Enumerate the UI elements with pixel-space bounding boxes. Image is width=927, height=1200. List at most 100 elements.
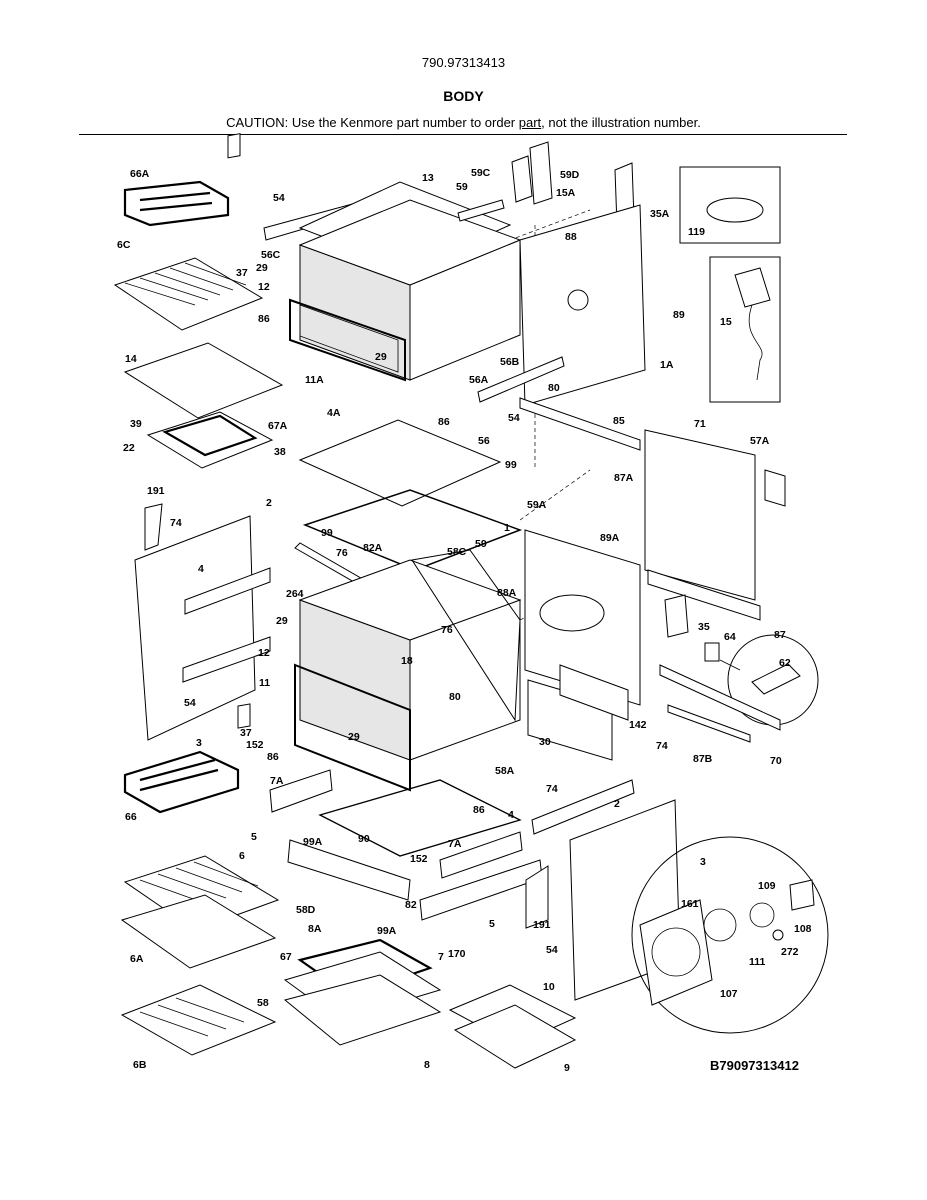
lower-front-frame-11 — [294, 663, 411, 792]
part-64 — [704, 642, 720, 662]
label-4a: 4A — [327, 407, 341, 419]
label-5: 5 — [251, 831, 257, 843]
label-29-b: 29 — [375, 351, 387, 363]
fan-shroud-88a — [539, 594, 605, 632]
label-66a: 66A — [130, 168, 150, 180]
label-74: 74 — [170, 517, 182, 529]
label-191: 191 — [147, 485, 165, 497]
frame-82a — [302, 489, 523, 571]
label-74-b: 74 — [656, 740, 668, 752]
label-107: 107 — [720, 988, 738, 1000]
label-59: 59 — [456, 181, 468, 193]
upper-front-frame-11a — [289, 298, 406, 382]
label-99-b: 99 — [321, 527, 333, 539]
label-59d: 59D — [560, 169, 580, 181]
label-99: 99 — [505, 459, 517, 471]
label-29-d: 29 — [348, 731, 360, 743]
label-58a: 58A — [495, 765, 515, 777]
channel-4-right — [531, 779, 635, 835]
label-58d: 58D — [296, 904, 316, 916]
caution-text: CAUTION: Use the Kenmore part number to … — [226, 115, 519, 130]
lower-oven-liner-58a — [298, 559, 522, 761]
label-87: 87 — [774, 629, 786, 641]
label-87a: 87A — [614, 472, 634, 484]
label-264: 264 — [286, 588, 304, 600]
label-7a-b: 7A — [448, 838, 462, 850]
label-4: 4 — [198, 563, 204, 575]
label-15: 15 — [720, 316, 732, 328]
label-29: 29 — [256, 262, 268, 274]
label-89a: 89A — [600, 532, 620, 544]
upper-bake-element-66a — [123, 133, 241, 227]
insulation-58c — [411, 549, 521, 722]
ring-element-161 — [703, 908, 737, 942]
label-15a: 15A — [556, 187, 576, 199]
label-7: 7 — [438, 951, 444, 963]
leader-62 — [719, 659, 741, 671]
label-119: 119 — [688, 226, 705, 238]
label-30: 30 — [539, 736, 551, 748]
label-54-b: 54 — [508, 412, 520, 424]
fan-cover-107 — [639, 899, 713, 1006]
caution-text-end: , not the illustration number. — [541, 115, 701, 130]
label-80: 80 — [548, 382, 560, 394]
label-89: 89 — [673, 309, 685, 321]
label-87b: 87B — [693, 753, 713, 765]
insulation-58d — [287, 839, 411, 901]
diagram-code: B79097313412 — [710, 1058, 799, 1073]
caution-underlined-word: part — [518, 115, 542, 130]
label-1a: 1A — [660, 359, 674, 371]
label-8: 8 — [424, 1059, 430, 1071]
label-12-b: 12 — [258, 647, 270, 659]
label-191-b: 191 — [533, 919, 551, 931]
label-82: 82 — [405, 899, 417, 911]
label-39: 39 — [130, 418, 142, 430]
bracket-35 — [664, 594, 689, 638]
element-coil-67a — [162, 414, 258, 457]
label-88: 88 — [565, 231, 577, 243]
terminal-block-62 — [751, 663, 801, 695]
label-11a: 11A — [305, 374, 324, 386]
bracket-99a — [419, 859, 543, 921]
header-rule — [79, 134, 847, 135]
label-8a: 8A — [308, 923, 322, 935]
bracket-87b — [667, 704, 751, 743]
label-54-d: 54 — [546, 944, 558, 956]
label-2-b: 2 — [614, 798, 620, 810]
label-6b: 6B — [133, 1059, 147, 1071]
label-12: 12 — [258, 281, 270, 293]
oven-rack-6a — [120, 894, 277, 969]
label-170: 170 — [448, 948, 466, 960]
label-99a-b: 99A — [377, 925, 397, 937]
label-37-b: 37 — [240, 727, 252, 739]
label-59a: 59A — [527, 499, 547, 511]
label-86-c: 86 — [267, 751, 279, 763]
label-35: 35 — [698, 621, 710, 633]
label-37: 37 — [236, 267, 248, 279]
label-2: 2 — [266, 497, 272, 509]
label-59c: 59C — [471, 167, 491, 179]
label-7a: 7A — [270, 775, 284, 787]
callout-labels: 66A 54 13 59C 59D 15A 59 35A 119 56C 88 … — [117, 167, 812, 1074]
thermostat-119 — [706, 197, 764, 223]
label-56: 56 — [478, 435, 490, 447]
side-panel-3 — [134, 515, 256, 741]
motor-108 — [789, 879, 815, 911]
label-88a: 88A — [497, 587, 517, 599]
label-3-b: 3 — [700, 856, 706, 868]
label-57a: 57A — [750, 435, 770, 447]
label-18: 18 — [401, 655, 413, 667]
duct-59d — [529, 141, 553, 205]
label-59-b: 59 — [475, 538, 487, 550]
label-1: 1 — [504, 522, 510, 534]
bake-element-66 — [123, 703, 251, 814]
label-13: 13 — [422, 172, 434, 184]
nut-272 — [772, 929, 784, 941]
label-76: 76 — [336, 547, 348, 559]
label-9: 9 — [564, 1062, 570, 1074]
rear-cover-71 — [644, 429, 756, 601]
label-111: 111 — [749, 956, 766, 968]
channel-54-left — [182, 636, 271, 683]
label-4-b: 4 — [508, 809, 514, 821]
